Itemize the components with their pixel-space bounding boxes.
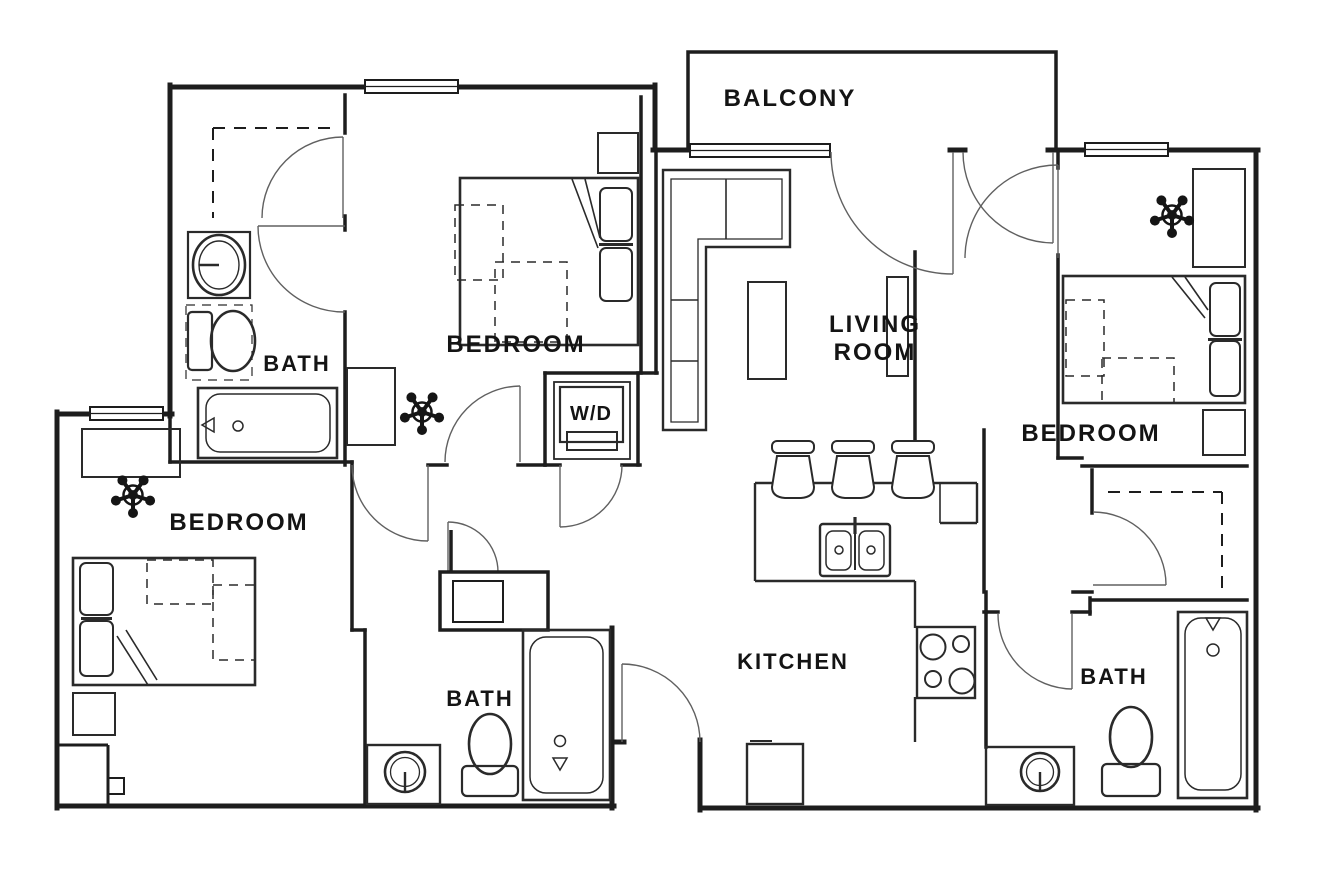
window-left-step [89,406,164,421]
bedroom-right-furniture [1061,168,1247,456]
kitchen [745,440,979,806]
door-bath-lower-right [997,613,1073,690]
window-top-right [1084,142,1169,157]
pillow [1209,282,1241,337]
door-bedroom-right [964,164,1059,259]
washer-dryer-drawer [566,431,618,451]
bed [71,556,257,687]
door-entry-top [962,151,1054,244]
bed [1061,274,1247,405]
bath-lower-center-fixtures [365,530,612,806]
door-entry-bottom [621,663,701,743]
room-label-living-room-line1: LIVING [829,311,921,338]
bath-lower-right-fixtures [984,610,1249,807]
toilet [185,304,257,381]
desk [81,428,181,478]
corner-step [57,743,125,806]
room-label-bath-lower-right: BATH [1080,664,1147,689]
bath-upper-left-fixtures [185,230,339,460]
toilet [460,712,520,798]
room-label-living-room-line2: ROOM [834,339,917,366]
window-top-left [364,79,459,94]
nightstand [72,692,116,736]
stove [915,625,977,700]
door-closet-right-bedroom [1092,511,1167,586]
bathroom-sink [984,745,1076,807]
door-bath-upper-left [257,225,346,313]
coffee-table [747,281,787,380]
door-washer-dryer [559,464,623,528]
door-closet-upper-left [261,136,344,219]
door-hall-pocket [444,385,521,463]
pillow [79,562,114,616]
pillow [599,247,633,302]
toilet [1100,705,1162,798]
sectional-sofa [661,168,792,432]
bathtub [1176,610,1249,800]
room-label-balcony: BALCONY [724,85,857,112]
window-living-balcony [689,143,831,158]
nightstand [1202,409,1246,456]
bedroom-top-furniture [346,132,640,446]
pillow [79,620,114,677]
desk [346,367,396,446]
pillow [599,187,633,242]
room-label-bedroom-right: BEDROOM [1021,420,1160,447]
closet-upper-left [212,127,337,218]
washer-dryer-unit [558,385,625,444]
bar-stool [830,440,876,499]
interior-walls [168,93,1249,808]
room-label-bedroom-left: BEDROOM [169,509,308,536]
room-label-bath-upper-left: BATH [263,351,330,376]
bedroom-left-furniture [57,428,257,806]
living-room-furniture [661,168,909,432]
balcony-walls [686,50,1058,150]
bathtub [196,386,339,460]
bar-stool [770,440,816,499]
door-bath-lower-center [447,521,499,573]
doors [257,136,1167,743]
room-label-bath-lower-center: BATH [446,686,513,711]
kitchen-sink [818,517,892,578]
bar-stool [890,440,936,499]
bathtub [521,628,612,802]
bathroom-sink [186,230,252,300]
bathroom-sink [365,743,442,806]
room-label-kitchen: KITCHEN [737,649,849,674]
washer-dryer-closet [553,381,631,460]
room-label-bedroom-top: BEDROOM [446,331,585,358]
bed [454,176,640,347]
door-balcony [830,151,954,275]
tv-console [886,276,909,377]
closet-dashed-lines [212,127,1223,592]
room-label-washer-dryer: W/D [570,403,612,425]
nightstand [597,132,639,174]
closet-right-bedroom [1108,491,1223,592]
fridge [745,740,805,806]
door-bedroom-top [351,464,429,542]
windows [89,79,1169,421]
vanity-alcove [438,530,550,632]
